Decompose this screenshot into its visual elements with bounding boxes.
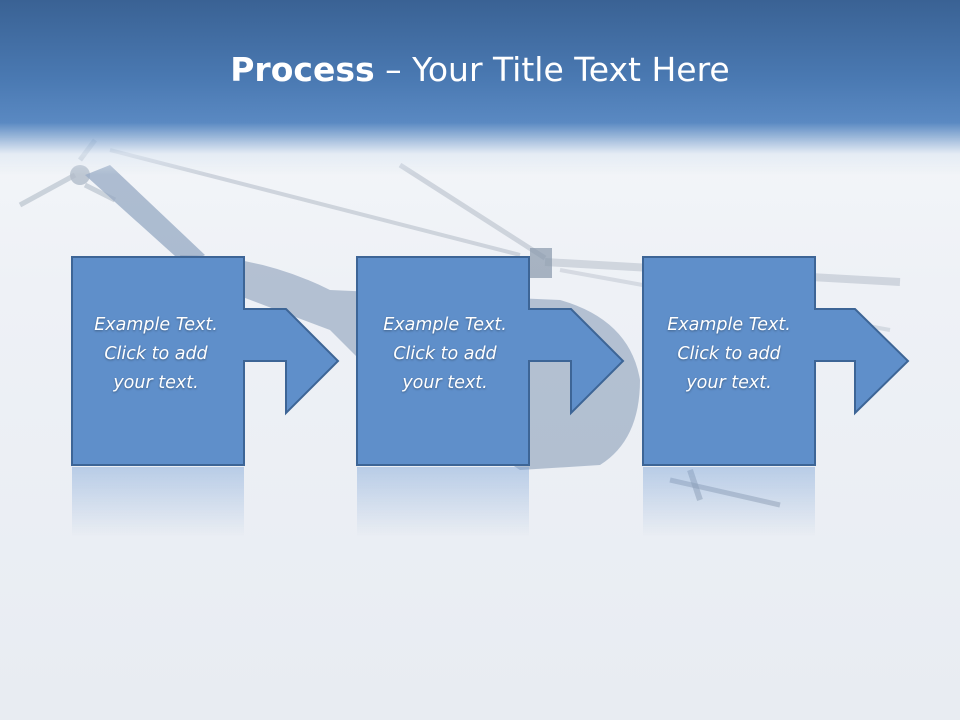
process-step-shape-2[interactable]: [356, 256, 625, 537]
step-1-reflection: [72, 467, 244, 537]
process-step-shape-1[interactable]: [71, 256, 340, 537]
step-2-line-1: Example Text.: [383, 315, 507, 335]
step-3-reflection: [643, 467, 815, 537]
process-step-shape-3[interactable]: [642, 256, 910, 537]
step-2-line-3: your text.: [402, 373, 488, 393]
step-text-3[interactable]: Example Text. Click to add your text.: [645, 311, 813, 398]
step-3-line-1: Example Text.: [667, 315, 791, 335]
step-1-line-2: Click to add: [104, 344, 208, 364]
step-2-line-2: Click to add: [393, 344, 497, 364]
slide-title[interactable]: Process – Your Title Text Here: [0, 50, 960, 89]
step-1-line-1: Example Text.: [94, 315, 218, 335]
title-bold: Process: [230, 50, 375, 89]
step-3-line-2: Click to add: [677, 344, 781, 364]
header-band: [0, 0, 960, 175]
step-1-line-3: your text.: [113, 373, 199, 393]
step-2-reflection: [357, 467, 529, 537]
step-3-line-3: your text.: [686, 373, 772, 393]
title-rest: – Your Title Text Here: [374, 50, 730, 89]
step-text-2[interactable]: Example Text. Click to add your text.: [361, 311, 529, 398]
step-text-1[interactable]: Example Text. Click to add your text.: [72, 311, 240, 398]
